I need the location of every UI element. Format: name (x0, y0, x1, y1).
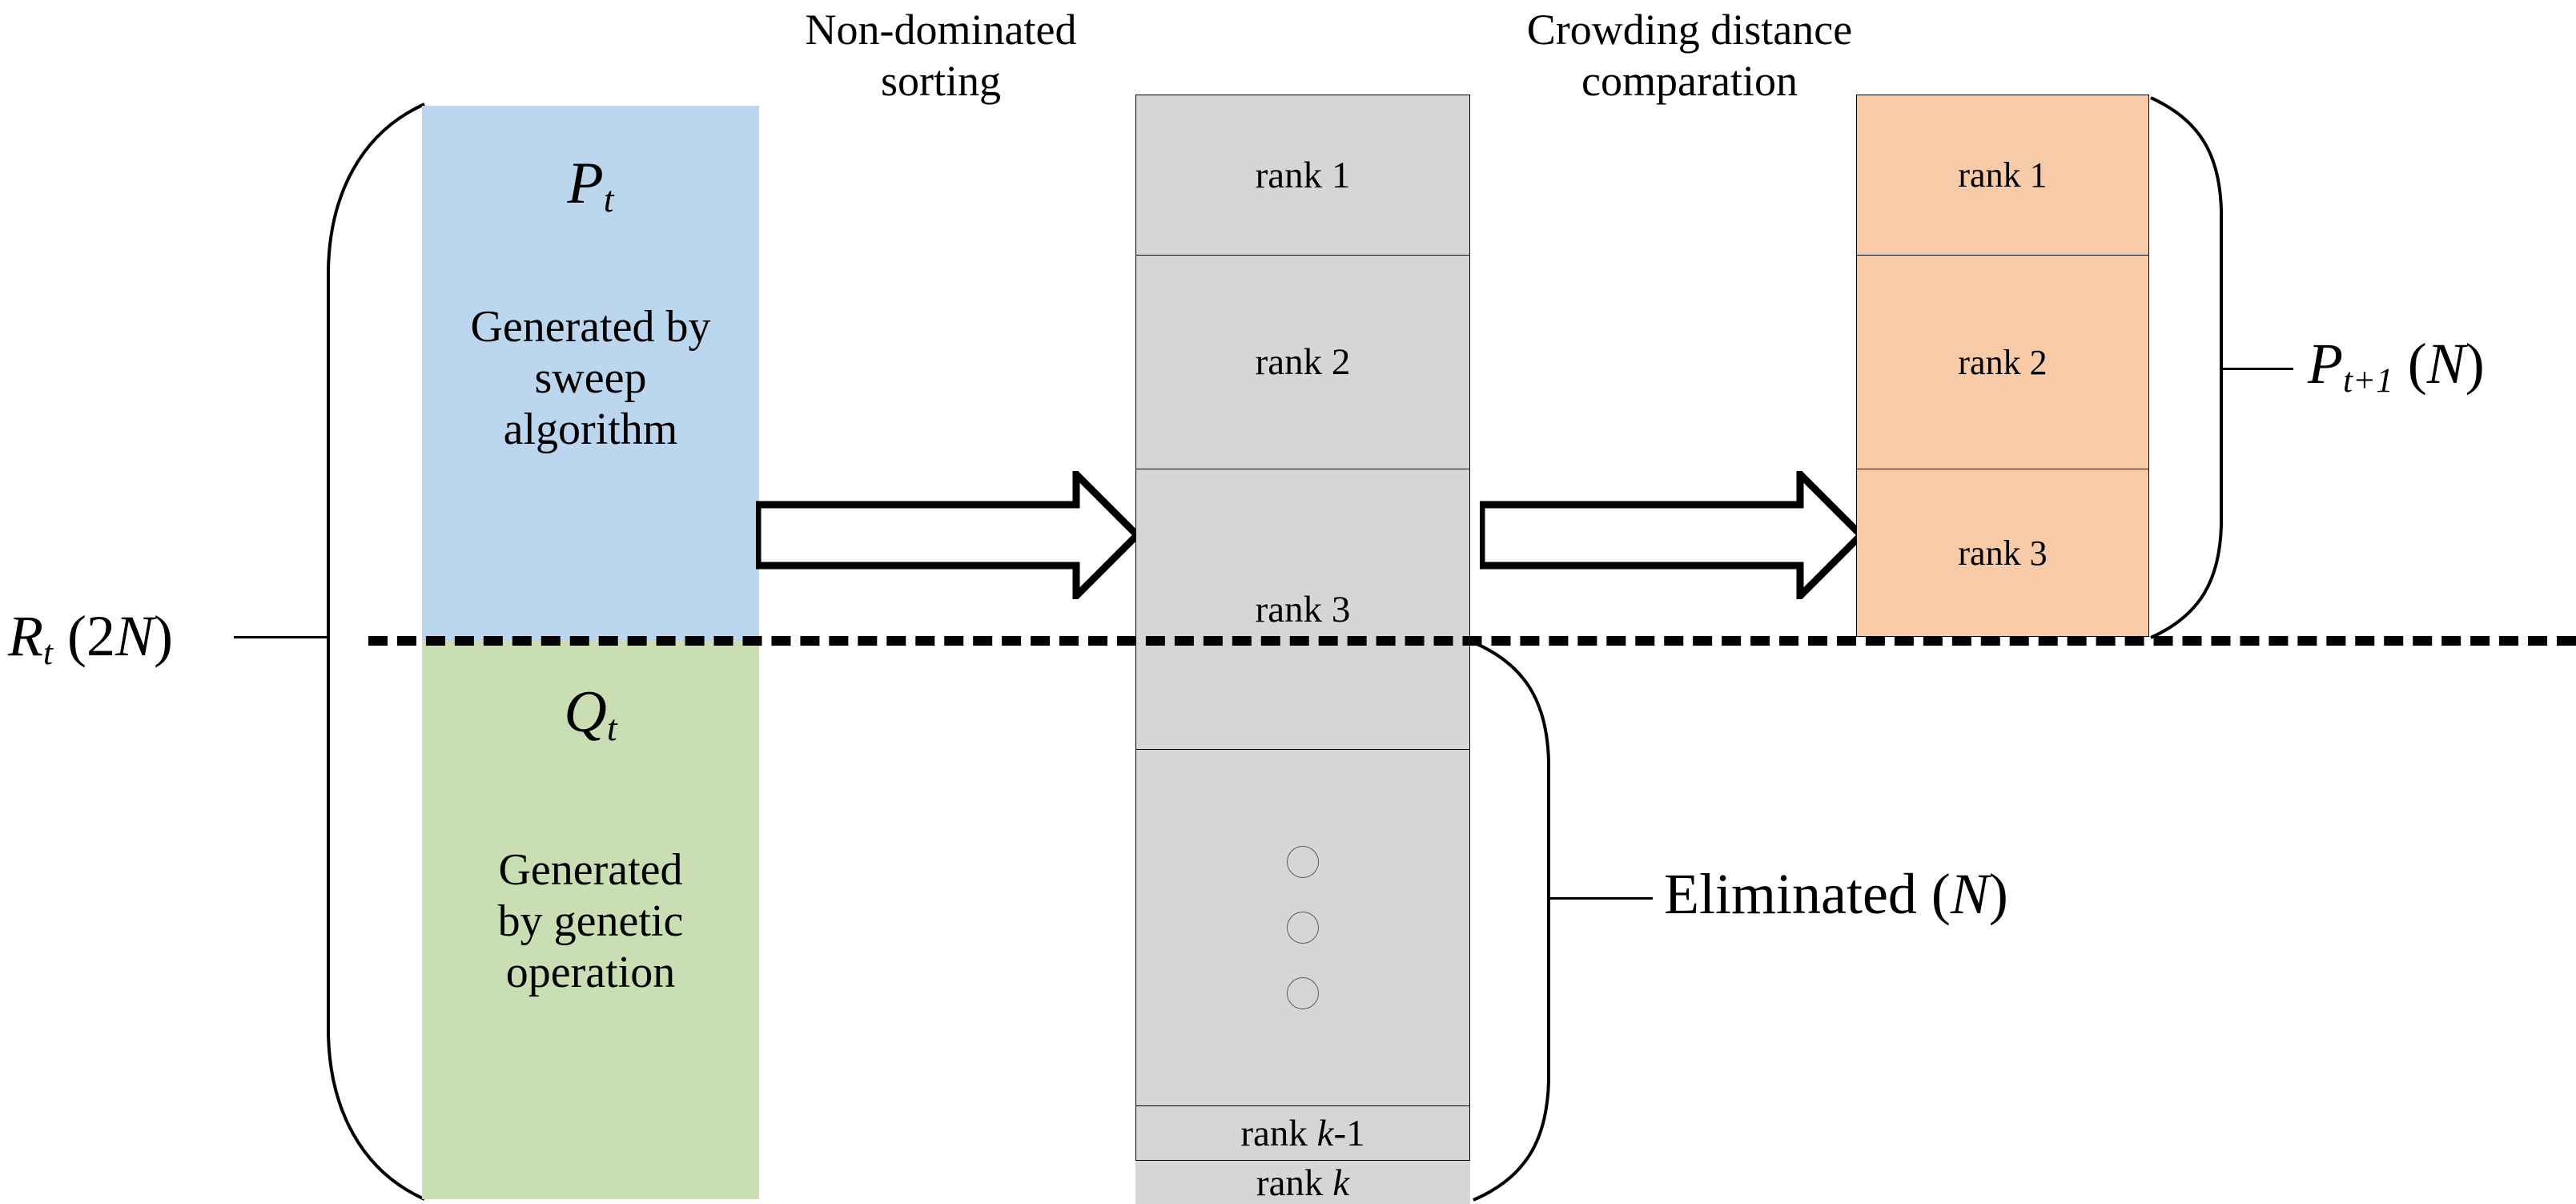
parent-population-symbol: Pt (422, 151, 759, 218)
eliminated-label-text: Eliminated ( (1664, 862, 1951, 926)
combined-population-leader-line (234, 636, 328, 638)
sorted-rank-row-k-minus-1: rank k-1 (1135, 1105, 1470, 1160)
caption-nondominated-sorting-line2: sorting (880, 56, 1001, 105)
next-population-label: Pt+1 (N) (2308, 332, 2485, 398)
eliminated-label-size: N (1950, 862, 1989, 926)
parent-population-description: Generated by sweep algorithm (422, 302, 759, 455)
caption-nondominated-sorting-line1: Non-dominated (805, 6, 1077, 54)
next-population-label-symbol: P (2308, 332, 2343, 396)
sorted-rank-row-1: rank 1 (1135, 95, 1470, 255)
combined-population-label: Rt (2N) (8, 604, 173, 670)
cutoff-dashed-line (368, 636, 2576, 646)
ellipsis-dot-icon (1287, 977, 1319, 1009)
selected-rank-row-1: rank 1 (1856, 95, 2149, 255)
parent-population-description-line1: Generated by (470, 302, 711, 352)
parent-population-block: Pt Generated by sweep algorithm (422, 106, 759, 641)
offspring-population-symbol-letter: Q (564, 679, 607, 745)
eliminated-leader-line (1549, 897, 1653, 900)
selected-ranks-column: rank 1 rank 2 rank 3 (1856, 95, 2149, 637)
offspring-population-symbol-subscript: t (606, 707, 617, 749)
selected-rank-row-2-label: rank 2 (1958, 342, 2048, 382)
caption-crowding-distance-line1: Crowding distance (1526, 6, 1853, 54)
parent-population-symbol-subscript: t (603, 179, 614, 220)
combined-population-brace (312, 101, 432, 1202)
sorted-rank-row-2: rank 2 (1135, 255, 1470, 469)
ellipsis-dot-icon (1287, 846, 1319, 878)
caption-crowding-distance: Crowding distance comparation (1473, 5, 1906, 107)
combined-population-label-size: (2N) (52, 604, 173, 668)
next-population-label-size: (N) (2393, 332, 2485, 396)
sorted-rank-row-k-minus-1-label: rank k-1 (1240, 1112, 1365, 1154)
parent-population-symbol-letter: P (567, 151, 604, 216)
offspring-population-block: Qt Generated by genetic operation (422, 641, 759, 1199)
selected-rank-row-3: rank 3 (1856, 469, 2149, 637)
sorted-ranks-column: rank 1 rank 2 rank 3 rank k-1 rank k (1135, 95, 1470, 1204)
eliminated-label: Eliminated (N) (1664, 865, 2008, 923)
sorted-rank-row-2-label: rank 2 (1255, 341, 1351, 383)
sorted-rank-row-3: rank 3 (1135, 469, 1470, 749)
next-population-label-subscript: t+1 (2342, 362, 2393, 401)
caption-nondominated-sorting: Non-dominated sorting (753, 5, 1129, 107)
parent-population-description-line3: algorithm (503, 404, 678, 454)
offspring-population-description-line1: Generated (498, 845, 683, 895)
caption-crowding-distance-line2: comparation (1581, 56, 1798, 105)
combined-population-label-symbol: R (8, 604, 43, 668)
sorted-rank-row-3-label: rank 3 (1255, 588, 1351, 630)
selected-rank-row-1-label: rank 1 (1958, 155, 2048, 195)
offspring-population-description-line2: by genetic (497, 896, 684, 946)
next-population-leader-line (2221, 368, 2293, 370)
parent-population-description-line2: sweep (534, 352, 647, 403)
offspring-population-description: Generated by genetic operation (422, 845, 759, 998)
offspring-population-description-line3: operation (505, 947, 676, 997)
sorted-rank-row-k: rank k (1135, 1160, 1470, 1204)
eliminated-brace (1470, 641, 1566, 1202)
selected-rank-row-3-label: rank 3 (1958, 533, 2048, 573)
sorted-rank-row-k-label: rank k (1256, 1162, 1350, 1204)
eliminated-label-paren: ) (1988, 862, 2008, 926)
offspring-population-symbol: Qt (422, 683, 759, 747)
crowding-distance-arrow (1480, 471, 1864, 599)
sorted-rank-ellipsis-row (1135, 749, 1470, 1105)
ellipsis-dot-icon (1287, 912, 1319, 944)
combined-population-label-subscript: t (42, 634, 53, 673)
sorted-rank-row-1-label: rank 1 (1255, 154, 1351, 196)
nondominated-sorting-arrow (756, 471, 1140, 599)
selected-rank-row-2: rank 2 (1856, 255, 2149, 469)
